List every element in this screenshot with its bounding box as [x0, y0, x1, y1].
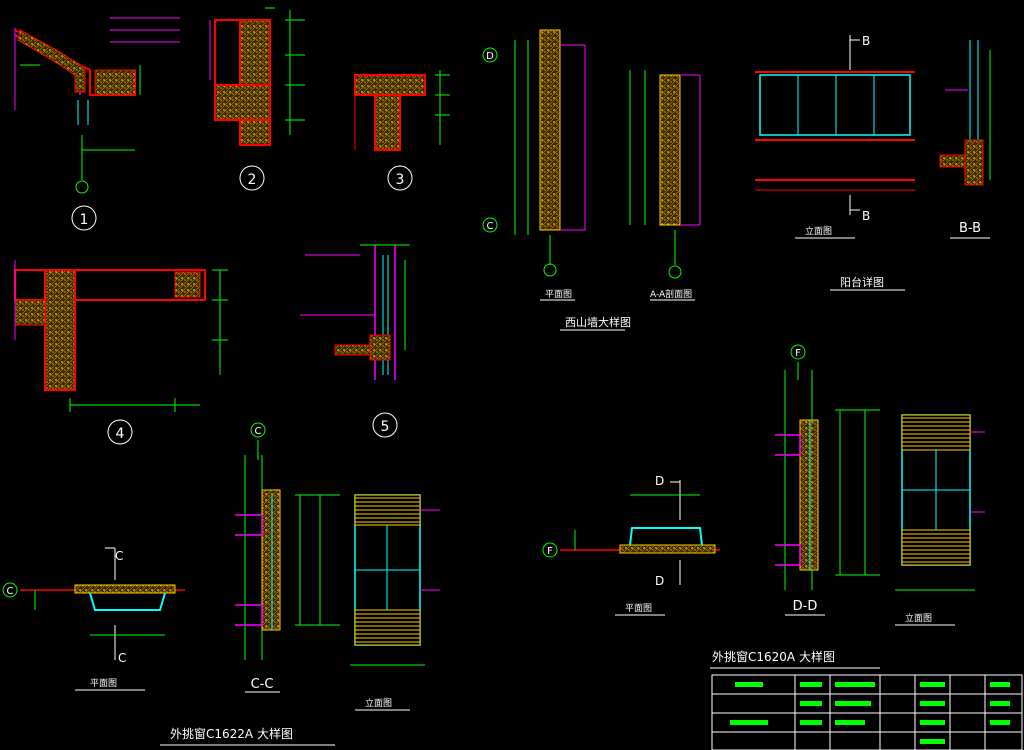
section-title-cc: C-C [251, 677, 274, 692]
detail-3-marker [387, 165, 413, 191]
c1620a-elevation-caption: 立面图 [905, 612, 932, 624]
section-mark-d-bottom: D [655, 574, 664, 588]
window-c1622a-plan: C C C 平面图 [2, 547, 185, 691]
detail-5-marker [372, 412, 398, 438]
balcony-caption: 阳台详图 [840, 275, 884, 289]
detail-2-marker [239, 165, 265, 191]
window-c1620a-plan: F D D 平面图 [542, 474, 720, 616]
detail-4-marker [107, 419, 133, 445]
title-block [711, 674, 1023, 750]
axis-c-label-1: C [487, 221, 494, 232]
section-mark-c-bottom: C [118, 651, 126, 665]
detail-3: 3 [354, 70, 450, 191]
section-mark-c-top: C [115, 549, 123, 563]
c1622a-elevation-caption: 立面图 [365, 697, 392, 709]
window-c1620a-section-dd: F D-D [775, 344, 880, 616]
detail-2: 2 [209, 7, 305, 191]
detail-1-marker [71, 205, 97, 231]
section-title-bb: B-B [959, 221, 981, 236]
c1622a-plan-caption: 平面图 [90, 678, 117, 689]
detail-3-label: 3 [396, 172, 405, 188]
section-mark-b-top: B [862, 34, 870, 48]
balcony-elevation: B B 立面图 [755, 34, 915, 239]
c1620a-plan-caption: 平面图 [625, 603, 652, 614]
axis-c-label-2: C [7, 586, 14, 597]
window-c1620a-elevation: 立面图 [895, 414, 985, 626]
detail-2-label: 2 [248, 172, 257, 188]
window-c1622a-elevation: 立面图 [350, 494, 440, 711]
section-mark-b-bottom: B [862, 209, 870, 223]
balcony-section-bb: B-B [939, 40, 991, 239]
west-gable-section: A-A剖面图 [629, 70, 701, 301]
axis-f-label-1: F [547, 546, 553, 557]
detail-1-label: 1 [80, 212, 89, 228]
west-gable-caption: 西山墙大样图 [565, 315, 631, 329]
detail-5-label: 5 [381, 419, 390, 435]
axis-d-label: D [486, 51, 494, 62]
west-gable-aa-caption: A-A剖面图 [650, 288, 692, 300]
window-c1620a-caption: 外挑窗C1620A 大样图 [712, 649, 835, 664]
window-c1622a-caption: 外挑窗C1622A 大样图 [170, 726, 293, 741]
axis-f-label-2: F [795, 348, 801, 359]
window-c1622a-section-cc: C C-C [235, 422, 340, 693]
west-gable-plan-caption: 平面图 [545, 289, 572, 300]
detail-4: 4 [14, 260, 228, 445]
detail-1: 1 [14, 17, 180, 231]
section-mark-d-top: D [655, 474, 664, 488]
axis-c-label-3: C [255, 426, 262, 437]
balcony-elevation-caption: 立面图 [805, 225, 832, 237]
detail-5: 5 [300, 244, 410, 438]
section-title-dd: D-D [793, 599, 818, 614]
west-gable-plan: D C 平面图 [482, 29, 586, 301]
detail-4-label: 4 [116, 426, 125, 442]
